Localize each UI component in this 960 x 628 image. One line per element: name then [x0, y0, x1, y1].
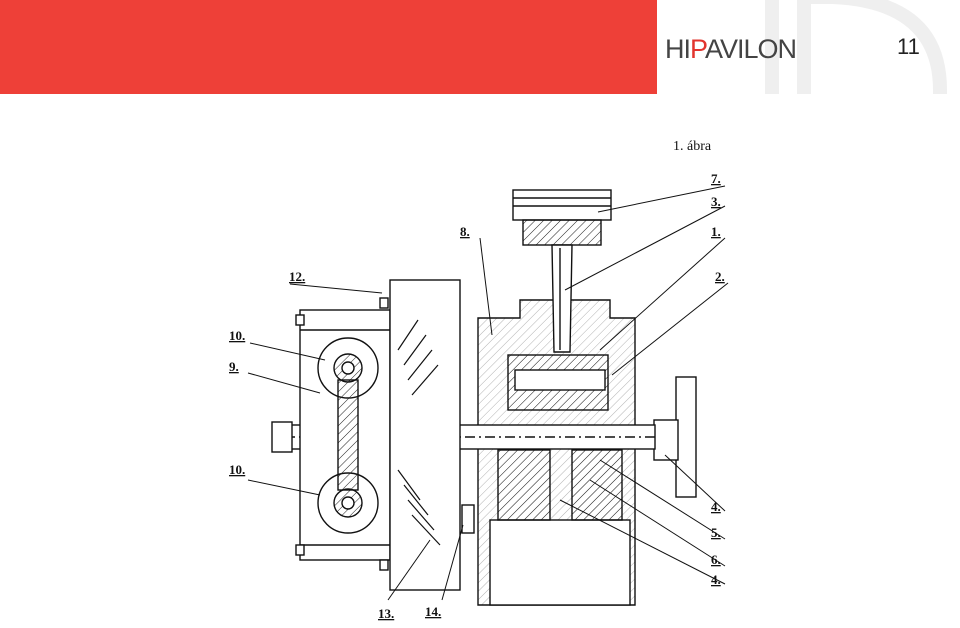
callout-4-upper: 4.	[711, 499, 721, 514]
callout-10-lower: 10.	[229, 462, 245, 477]
callout-7: 7.	[711, 171, 721, 186]
engine-assembly	[271, 189, 697, 606]
callout-2: 2.	[715, 269, 725, 284]
callout-3: 3.	[711, 194, 721, 209]
callout-13: 13.	[378, 606, 394, 621]
page-number: 11	[897, 34, 920, 59]
leader-lines	[247, 185, 729, 601]
callout-12: 12.	[289, 269, 305, 284]
callout-5: 5.	[711, 525, 721, 540]
callout-1: 1.	[711, 224, 721, 239]
header-logo-area	[657, 0, 960, 94]
callout-labels: 7. 3. 1. 2. 8. 12. 10. 9. 10. 4. 5. 6. 4…	[229, 171, 725, 621]
callout-6: 6.	[711, 552, 721, 567]
callout-9: 9.	[229, 359, 239, 374]
callout-10-upper: 10.	[229, 328, 245, 343]
company-logo: HIPAVILON	[665, 34, 797, 64]
figure-caption: 1. ábra	[673, 139, 712, 154]
callout-8: 8.	[460, 224, 470, 239]
callout-4-lower: 4.	[711, 572, 721, 587]
decorative-watermark-icon	[765, 0, 947, 94]
callout-14: 14.	[425, 604, 441, 619]
header-red-band	[0, 0, 657, 94]
